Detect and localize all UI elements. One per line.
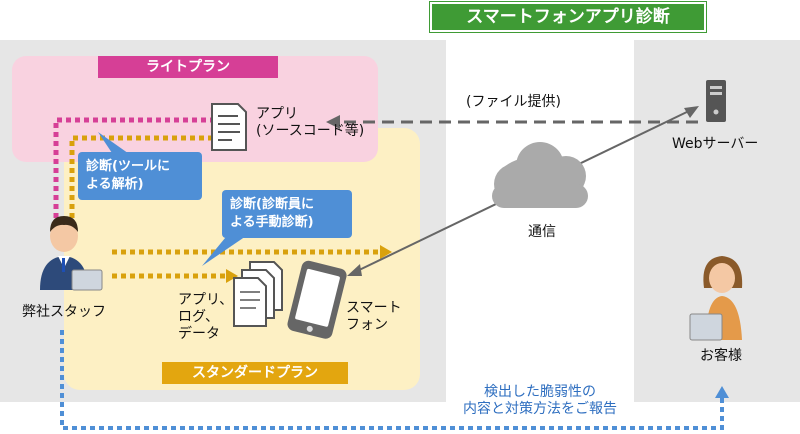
file-provide-label: (ファイル提供) bbox=[466, 94, 561, 110]
app-source-label: アプリ (ソースコード等) bbox=[256, 106, 365, 139]
bubble-tail-tool bbox=[98, 132, 132, 156]
light-plan-tag-bg bbox=[98, 56, 278, 78]
staff-avatar-icon bbox=[40, 216, 103, 291]
report-label: 検出した脆弱性の 内容と対策方法をご報告 bbox=[463, 384, 617, 417]
gold-dotted-path-upper bbox=[69, 135, 212, 218]
smartphone-icon bbox=[287, 260, 347, 339]
manual-diagnosis-bubble: 診断(診断員に よる手動診断) bbox=[222, 190, 352, 238]
stacked-documents-icon bbox=[233, 261, 283, 327]
file-provide-arrowhead bbox=[326, 115, 340, 129]
bubble-tail-manual bbox=[202, 232, 252, 266]
page-title: スマートフォンアプリ診断 bbox=[430, 2, 706, 32]
comm-arrowhead-phone bbox=[347, 264, 362, 276]
customer-avatar-icon bbox=[689, 256, 743, 341]
communication-label: 通信 bbox=[528, 224, 556, 240]
tool-diagnosis-bubble: 診断(ツールに よる解析) bbox=[78, 152, 202, 200]
report-arrowhead bbox=[715, 386, 729, 398]
standard-plan-tag-bg bbox=[162, 362, 348, 384]
comm-arrowhead-server bbox=[684, 106, 699, 118]
report-dotted-path bbox=[60, 330, 724, 430]
gold-arrowhead-lower bbox=[226, 269, 238, 283]
staff-label: 弊社スタッフ bbox=[22, 304, 106, 320]
server-icon bbox=[706, 80, 726, 122]
pink-dotted-path bbox=[53, 117, 212, 218]
cloud-icon bbox=[492, 142, 588, 208]
customer-label: お客様 bbox=[700, 348, 742, 364]
app-log-data-label: アプリ、 ログ、 データ bbox=[178, 292, 234, 342]
light-plan-label: ライトプラン bbox=[146, 59, 230, 75]
standard-plan-label: スタンダードプラン bbox=[192, 365, 318, 381]
document-icon bbox=[211, 103, 247, 151]
gold-arrowhead-middle bbox=[380, 245, 392, 259]
web-server-label: Webサーバー bbox=[672, 136, 759, 152]
smartphone-label: スマート フォン bbox=[346, 300, 402, 333]
